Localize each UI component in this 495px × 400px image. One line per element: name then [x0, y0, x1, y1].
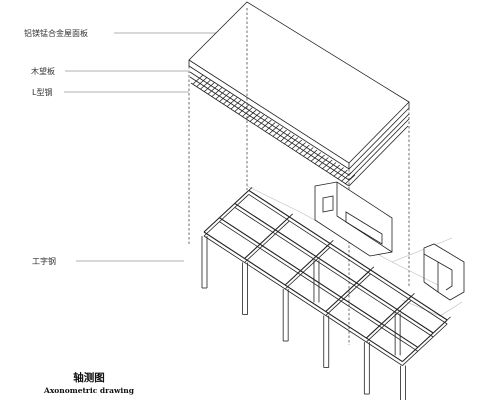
longitudinal-beam	[234, 202, 434, 334]
l-steel-rib	[344, 174, 356, 185]
label-l-steel-text: L型钢	[32, 87, 52, 97]
longitudinal-beam	[248, 189, 448, 321]
transverse-beam-flange	[402, 323, 448, 366]
roof-panel-layer	[188, 1, 410, 170]
l-steel-rib	[302, 147, 314, 157]
beam-overhang	[446, 316, 451, 321]
l-steel-front-edge	[190, 82, 409, 187]
l-steel-rib	[192, 74, 204, 85]
drawing-title-sub: Axonometric drawing	[43, 386, 135, 395]
u-wall-bottom	[423, 281, 439, 293]
beam-overhang	[370, 266, 375, 271]
l-steel-rib	[261, 119, 272, 130]
l-steel-rib	[306, 149, 318, 160]
frame-columns	[201, 236, 406, 400]
drawing-title-main: 轴测图	[73, 371, 105, 384]
l-steel-rib	[264, 122, 276, 132]
beam-overhang	[289, 213, 294, 218]
wall-panel-inner-edge	[336, 182, 393, 253]
beam-overhang	[329, 240, 334, 244]
transverse-beam	[402, 319, 448, 363]
beam-overhang	[410, 293, 415, 297]
l-steel-rib	[230, 99, 242, 110]
l-steel-rib	[223, 94, 234, 105]
outline-front	[401, 299, 463, 317]
transverse-beam	[203, 189, 250, 233]
label-i-beam-text: 工字钢	[32, 256, 56, 266]
label-roof-panel: 铝镁锰合金屋面板	[24, 28, 241, 38]
l-steel-rib	[299, 144, 310, 155]
drawing-title: 轴测图 Axonometric drawing	[43, 371, 135, 395]
transverse-beam-flange	[366, 300, 412, 343]
label-i-beam: 工字钢	[32, 256, 184, 266]
l-steel-rib	[318, 157, 329, 167]
beam-overhang	[248, 186, 253, 191]
l-steel-ribs	[192, 74, 356, 185]
longitudinal-beam	[203, 231, 403, 363]
l-steel-rib	[333, 167, 344, 177]
l-steel-rib	[226, 97, 238, 107]
longitudinal-beam-flange	[248, 194, 448, 325]
l-steel-rib	[321, 159, 333, 170]
l-steel-rib	[340, 172, 352, 182]
transverse-beam	[244, 216, 290, 259]
u-wall-inner	[437, 261, 453, 291]
l-steel-rib	[295, 142, 306, 152]
transverse-beam	[325, 269, 371, 312]
l-steel-rib	[238, 104, 249, 115]
label-l-steel: L型钢	[32, 87, 189, 97]
steel-frame	[201, 186, 451, 400]
transverse-beam-flange	[284, 247, 331, 290]
l-steel-rib	[268, 124, 280, 135]
l-steel-rib	[253, 114, 265, 125]
l-steel-rib	[245, 109, 257, 120]
outline-right	[391, 237, 453, 263]
window-left	[322, 195, 334, 213]
label-wood-board: 木望板	[31, 66, 188, 76]
l-steel-rib	[287, 137, 299, 147]
l-steel-rib	[219, 92, 230, 102]
l-steel-rib	[280, 132, 291, 142]
u-wall-outer	[423, 243, 465, 301]
transverse-beam	[284, 243, 331, 286]
transverse-beam	[365, 296, 412, 339]
l-steel-rib	[242, 107, 253, 117]
u-wall-element	[423, 243, 465, 301]
l-steel-rib	[215, 89, 227, 100]
transverse-beam-flange	[244, 220, 290, 263]
l-steel-rib	[249, 112, 261, 122]
l-steel-rib	[276, 129, 287, 140]
transverse-beam-flange	[203, 194, 250, 237]
l-steel-rib	[329, 164, 341, 175]
roof-panel-top	[188, 1, 410, 164]
l-steel-rib	[211, 87, 223, 97]
l-steel-rib	[314, 154, 325, 165]
l-steel-rib	[234, 102, 246, 112]
l-steel-layer	[190, 74, 409, 187]
window-right	[345, 211, 383, 245]
l-steel-rib	[325, 162, 337, 172]
wall-panel-with-window	[314, 181, 393, 257]
label-wood-board-text: 木望板	[31, 66, 55, 76]
transverse-beam-flange	[325, 273, 371, 316]
l-steel-rib	[207, 84, 219, 95]
l-steel-rib	[291, 139, 303, 150]
l-steel-rib	[204, 82, 215, 92]
label-roof-panel-text: 铝镁锰合金屋面板	[24, 28, 88, 38]
l-steel-rib	[196, 77, 208, 87]
l-steel-rib	[272, 127, 284, 137]
l-steel-rib	[337, 169, 348, 180]
l-steel-rib	[257, 117, 268, 127]
l-steel-rib	[310, 152, 322, 162]
l-steel-rib	[283, 134, 295, 145]
l-steel-rib	[200, 79, 211, 90]
